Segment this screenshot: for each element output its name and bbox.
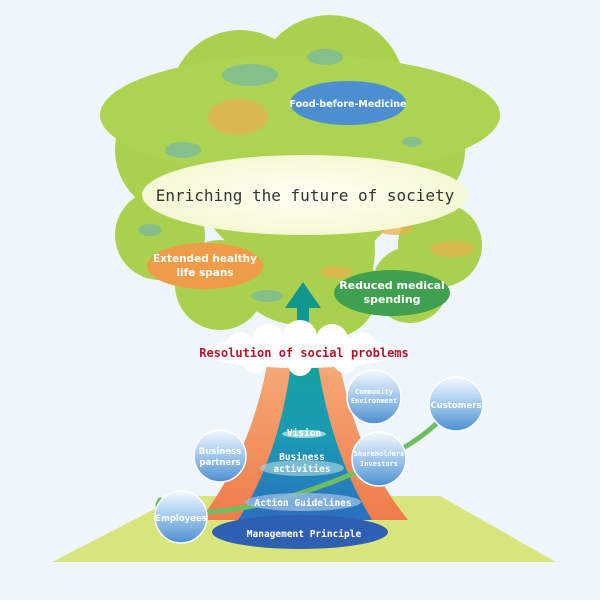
customers-label: Customers <box>430 401 481 411</box>
business-partners-label-line2: partners <box>199 458 240 468</box>
business-partners-bubble: Business partners <box>193 429 247 483</box>
healthy-life-label-line2: life spans <box>176 267 233 279</box>
community-environment-bubble: Community Environment <box>346 369 402 425</box>
employees-label: Employees <box>155 514 207 524</box>
food-before-medicine-bubble <box>290 81 406 125</box>
action-guidelines-label: Action Guidelines <box>254 498 351 509</box>
reduced-spending-label-line1: Reduced medical <box>339 279 445 292</box>
employees-bubble: Employees <box>154 490 208 544</box>
food-before-medicine-label: Food-before-Medicine <box>290 99 407 110</box>
community-label-line2: Environment <box>351 397 397 405</box>
trunk-core <box>238 335 372 520</box>
reduced-spending-label-line2: spending <box>363 293 420 306</box>
reduced-spending-bubble <box>334 270 450 316</box>
management-principle-label: Management Principle <box>247 529 362 540</box>
title-ellipse <box>142 155 468 235</box>
healthy-life-label-line1: Extended healthy <box>153 253 257 265</box>
customers-bubble: Customers <box>428 376 484 432</box>
shareholders-label-line1: Shareholders <box>354 450 405 458</box>
shareholders-label-line2: Investors <box>360 460 398 468</box>
shareholders-investors-bubble: Shareholders Investors <box>351 431 407 487</box>
healthy-life-bubble <box>147 243 263 289</box>
main-title: Enriching the future of society <box>156 186 455 205</box>
social-problems-label: Resolution of social problems <box>199 346 409 360</box>
vision-label: Vision <box>287 428 321 439</box>
business-activities-label-line2: activities <box>273 464 330 475</box>
social-problems-cloud <box>200 320 400 376</box>
business-partners-label-line1: Business <box>199 447 241 457</box>
community-label-line1: Community <box>355 388 394 396</box>
action-guidelines-ring <box>245 493 361 511</box>
business-activities-label-line1: Business <box>279 452 325 463</box>
business-activities-ring <box>260 460 344 476</box>
management-principle-ring <box>212 515 388 549</box>
vision-ring <box>282 430 326 438</box>
